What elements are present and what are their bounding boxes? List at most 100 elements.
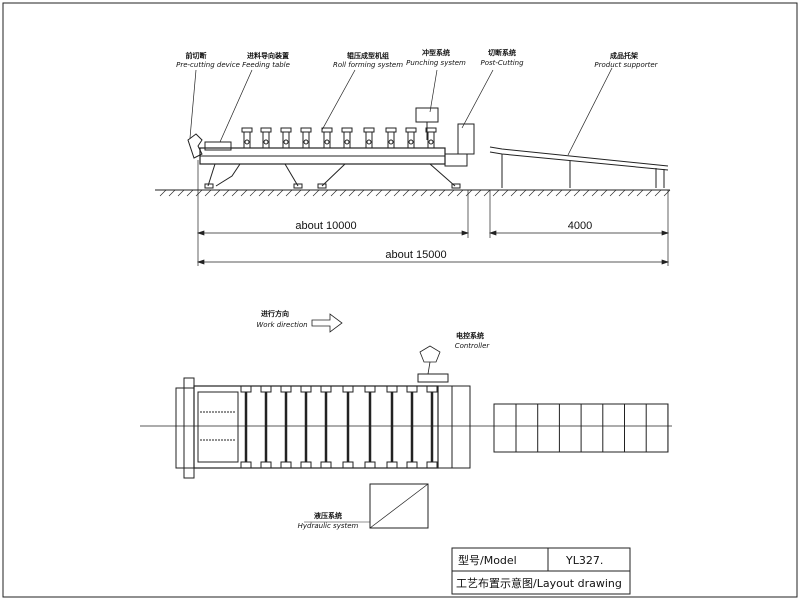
plan-roll-stations xyxy=(240,385,438,469)
model-value: YL327. xyxy=(565,554,603,567)
hatch-stroke xyxy=(663,189,671,197)
hatch-stroke xyxy=(204,189,212,197)
roll-station xyxy=(241,127,253,148)
work-direction-label-cn: 进行方向 xyxy=(261,309,289,318)
hatch-stroke xyxy=(618,189,626,197)
feeding-table-plan xyxy=(197,391,239,463)
product-supporter-label-cn: 成品托架 xyxy=(610,51,638,60)
punching-label-en: Punching system xyxy=(406,59,466,67)
hatch-stroke xyxy=(564,189,572,197)
hatch-stroke xyxy=(582,189,590,197)
hatch-stroke xyxy=(339,189,347,197)
hatch-stroke xyxy=(366,189,374,197)
hatch-stroke xyxy=(303,189,311,197)
hatch-stroke xyxy=(636,189,644,197)
cutter-box xyxy=(444,153,468,167)
hatch-stroke xyxy=(186,189,194,197)
product-supporter-label-en: Product supporter xyxy=(594,61,658,69)
hatch-stroke xyxy=(519,189,527,197)
hatch-stroke xyxy=(240,189,248,197)
post-cutting-plan-inner xyxy=(451,385,471,469)
roll-station xyxy=(405,127,417,148)
product-supporter-frame xyxy=(489,146,669,167)
foot xyxy=(204,183,214,189)
roll-former-frame xyxy=(193,385,439,469)
hatch-stroke xyxy=(195,189,203,197)
plan-roll-station xyxy=(280,385,292,469)
hatch-stroke xyxy=(258,189,266,197)
hatch-stroke xyxy=(402,189,410,197)
hatch-stroke xyxy=(510,189,518,197)
hatch-stroke xyxy=(213,189,221,197)
roll-station xyxy=(300,127,312,148)
controller-plan-box xyxy=(417,373,449,383)
hatch-stroke xyxy=(267,189,275,197)
hatch-stroke xyxy=(456,189,464,197)
dimension-lines xyxy=(196,160,670,266)
hatch-stroke xyxy=(222,189,230,197)
hatch-stroke xyxy=(330,189,338,197)
post-cutting-label-cn: 切断系统 xyxy=(488,48,516,57)
total-length-dimension: about 15000 xyxy=(385,249,446,261)
hatch-stroke xyxy=(609,189,617,197)
pre-cutting-label-en: Pre-cutting device xyxy=(176,61,240,69)
roll-station xyxy=(425,127,437,148)
hatch-stroke xyxy=(321,189,329,197)
roll-station xyxy=(363,127,375,148)
hydraulic-unit xyxy=(369,483,429,529)
post-cutting-tower xyxy=(457,123,475,155)
controller-label-cn: 电控系统 xyxy=(456,331,484,340)
hatch-stroke xyxy=(348,189,356,197)
hatch-stroke xyxy=(384,189,392,197)
controller-box-side xyxy=(415,107,439,123)
hatch-stroke xyxy=(375,189,383,197)
feeding-table-label-en: Feeding table xyxy=(242,61,290,69)
hatch-stroke xyxy=(168,189,176,197)
supporter-length-dimension: 4000 xyxy=(568,220,592,232)
work-direction-label-en: Work direction xyxy=(256,321,307,329)
hatch-stroke xyxy=(429,189,437,197)
component-labels: 前切断 Pre-cutting device 进料导向装置 Feeding ta… xyxy=(176,48,659,69)
hatch-stroke xyxy=(411,189,419,197)
hatch-stroke xyxy=(312,189,320,197)
hatch-stroke xyxy=(492,189,500,197)
roll-stations xyxy=(241,127,437,148)
plan-roll-station xyxy=(240,385,252,469)
foot xyxy=(317,183,327,189)
hatch-stroke xyxy=(357,189,365,197)
feeding-table-label-cn: 进料导向装置 xyxy=(247,51,289,60)
foot xyxy=(451,183,461,189)
pre-cutting-label-cn: 前切断 xyxy=(186,51,207,60)
hatch-stroke xyxy=(420,189,428,197)
hydraulic-label-en: Hydraulic system xyxy=(298,522,359,530)
hatch-stroke xyxy=(285,189,293,197)
work-direction-arrow-icon xyxy=(311,313,343,333)
entry-frame-outer xyxy=(183,377,195,479)
drawing-title: 工艺布置示意图/Layout drawing xyxy=(456,576,622,590)
hatch-stroke xyxy=(474,189,482,197)
leg-4 xyxy=(321,163,346,187)
leg-5 xyxy=(429,163,456,187)
hatch-stroke xyxy=(438,189,446,197)
supporter-bars xyxy=(515,404,669,452)
plan-roll-station xyxy=(320,385,332,469)
plan-roll-station xyxy=(386,385,398,469)
post-cutting-label-en: Post-Cutting xyxy=(480,59,524,67)
roll-forming-label-cn: 辊压成型机组 xyxy=(347,51,389,60)
controller-label-en: Controller xyxy=(455,342,491,350)
hatch-stroke xyxy=(465,189,473,197)
hatch-stroke xyxy=(231,189,239,197)
plan-roll-station xyxy=(364,385,376,469)
hatch-stroke xyxy=(393,189,401,197)
leader-lines xyxy=(189,67,613,156)
hatch-stroke xyxy=(555,189,563,197)
roll-station xyxy=(321,127,333,148)
hatch-stroke xyxy=(177,189,185,197)
leg-3 xyxy=(284,163,299,187)
punching-label-cn: 冲型系统 xyxy=(422,48,450,57)
leg-2 xyxy=(215,163,241,187)
roll-station xyxy=(341,127,353,148)
hatch-stroke xyxy=(654,189,662,197)
entry-frame xyxy=(175,387,195,469)
